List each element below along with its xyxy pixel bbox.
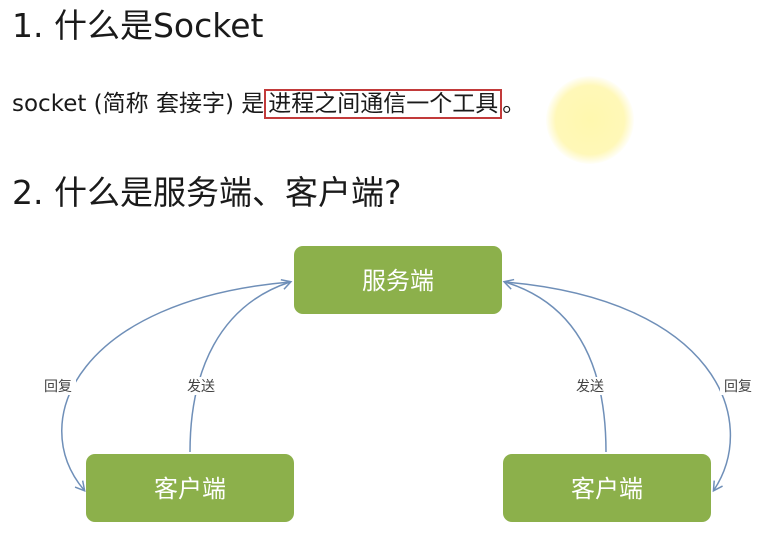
edge-label-reply-right: 回复 bbox=[724, 378, 752, 395]
edge-label-reply-left: 回复 bbox=[44, 378, 72, 395]
client-node-left-label: 客户端 bbox=[154, 475, 226, 503]
socket-definition: socket (简称 套接字) 是进程之间通信一个工具。 bbox=[12, 83, 525, 125]
edge-reply-left bbox=[61, 281, 291, 492]
client-node-left: 客户端 bbox=[86, 454, 294, 522]
definition-prefix: socket (简称 套接字) 是 bbox=[12, 91, 265, 117]
edge-send-left bbox=[189, 279, 293, 453]
definition-suffix: 。 bbox=[502, 91, 526, 117]
edge-reply-right bbox=[504, 281, 732, 493]
heading-what-is-socket: 1. 什么是Socket bbox=[12, 6, 264, 45]
definition-highlight: 进程之间通信一个工具 bbox=[264, 89, 503, 119]
heading-server-client: 2. 什么是服务端、客户端? bbox=[12, 173, 402, 212]
edge-send-right bbox=[502, 278, 607, 453]
server-node: 服务端 bbox=[294, 246, 502, 314]
server-node-label: 服务端 bbox=[362, 267, 434, 295]
edge-label-send-left: 发送 bbox=[187, 379, 215, 395]
client-node-right: 客户端 bbox=[503, 454, 711, 522]
edge-label-send-right: 发送 bbox=[576, 379, 604, 395]
client-node-right-label: 客户端 bbox=[571, 475, 643, 503]
